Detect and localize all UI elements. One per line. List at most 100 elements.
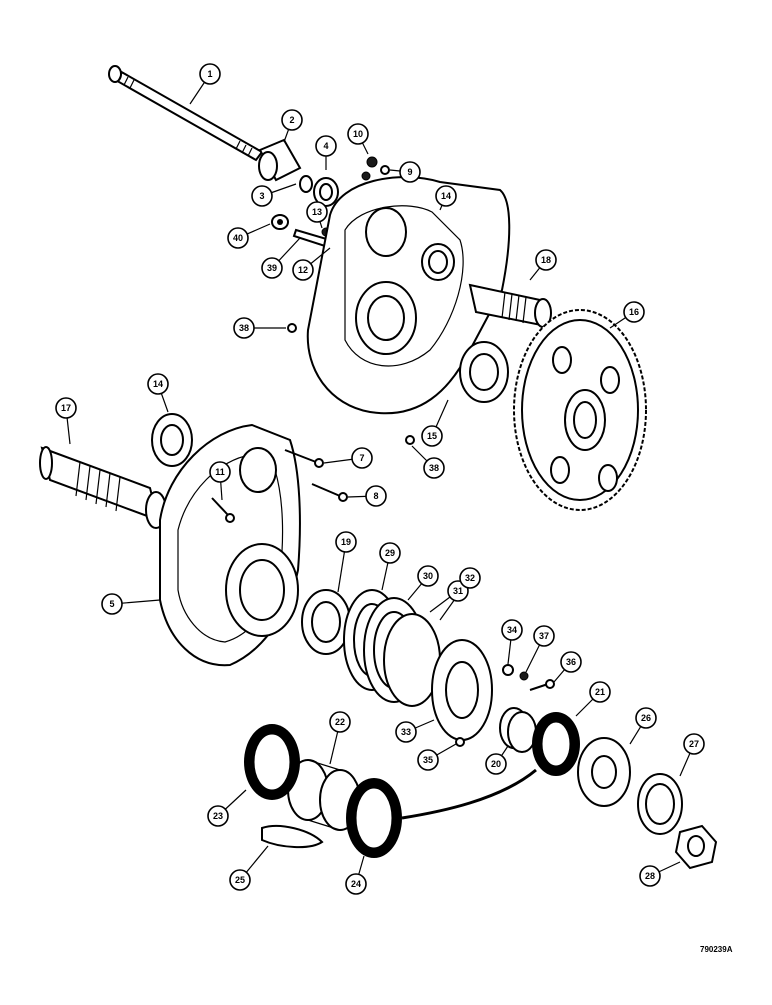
svg-text:29: 29 bbox=[385, 548, 395, 558]
callout-label: 5 bbox=[101, 593, 123, 615]
callout-label: 29 bbox=[379, 542, 401, 564]
callout-label: 40 bbox=[227, 227, 249, 249]
callout-label: 16 bbox=[623, 301, 645, 323]
svg-text:17: 17 bbox=[61, 403, 71, 413]
callout-label: 20 bbox=[485, 753, 507, 775]
callout-label: 39 bbox=[261, 257, 283, 279]
wedge-part bbox=[261, 824, 324, 849]
hardware-parts bbox=[455, 664, 555, 747]
svg-text:36: 36 bbox=[566, 657, 576, 667]
svg-text:8: 8 bbox=[373, 491, 378, 501]
svg-text:26: 26 bbox=[641, 713, 651, 723]
callout-label: 35 bbox=[417, 749, 439, 771]
svg-text:37: 37 bbox=[539, 631, 549, 641]
seal-part bbox=[346, 778, 402, 858]
callout-label: 30 bbox=[417, 565, 439, 587]
svg-text:9: 9 bbox=[407, 167, 412, 177]
callout-label: 11 bbox=[209, 461, 231, 483]
callout-label: 28 bbox=[639, 865, 661, 887]
svg-text:22: 22 bbox=[335, 717, 345, 727]
callout-label: 24 bbox=[345, 873, 367, 895]
lower-housing-part bbox=[159, 423, 301, 667]
seal-part bbox=[244, 724, 300, 800]
callout-label: 33 bbox=[395, 721, 417, 743]
callout-label: 26 bbox=[635, 707, 657, 729]
seal-part bbox=[532, 712, 580, 776]
seal-connector-line bbox=[401, 768, 537, 820]
svg-text:38: 38 bbox=[239, 323, 249, 333]
callout-label: 13 bbox=[306, 201, 328, 223]
svg-text:11: 11 bbox=[215, 467, 225, 477]
washer-part bbox=[637, 773, 683, 835]
svg-text:15: 15 bbox=[427, 431, 437, 441]
bushing-part bbox=[313, 177, 339, 207]
svg-text:21: 21 bbox=[595, 687, 605, 697]
svg-text:32: 32 bbox=[465, 573, 475, 583]
svg-text:34: 34 bbox=[507, 625, 517, 635]
svg-text:12: 12 bbox=[298, 265, 308, 275]
callout-label: 1 bbox=[199, 63, 221, 85]
callout-label: 2 bbox=[281, 109, 303, 131]
callout-label: 27 bbox=[683, 733, 705, 755]
bearing-part bbox=[151, 413, 193, 467]
callout-label: 38 bbox=[233, 317, 255, 339]
svg-text:1: 1 bbox=[207, 69, 212, 79]
svg-text:40: 40 bbox=[233, 233, 243, 243]
callout-label: 18 bbox=[535, 249, 557, 271]
callout-label: 32 bbox=[459, 567, 481, 589]
output-shaft-part bbox=[39, 446, 167, 529]
svg-text:33: 33 bbox=[401, 727, 411, 737]
callout-label: 14 bbox=[435, 185, 457, 207]
svg-text:14: 14 bbox=[153, 379, 163, 389]
callout-label: 4 bbox=[315, 135, 337, 157]
callout-label: 14 bbox=[147, 373, 169, 395]
callout-label: 37 bbox=[533, 625, 555, 647]
retainer-part bbox=[431, 639, 493, 741]
svg-text:23: 23 bbox=[213, 811, 223, 821]
svg-text:4: 4 bbox=[323, 141, 328, 151]
callout-label: 21 bbox=[589, 681, 611, 703]
callout-label: 25 bbox=[229, 869, 251, 891]
svg-text:13: 13 bbox=[312, 207, 322, 217]
svg-text:35: 35 bbox=[423, 755, 433, 765]
svg-text:19: 19 bbox=[341, 537, 351, 547]
svg-text:16: 16 bbox=[629, 307, 639, 317]
callout-label: 7 bbox=[351, 447, 373, 469]
svg-text:20: 20 bbox=[491, 759, 501, 769]
nut-part bbox=[674, 824, 718, 870]
bearing-part bbox=[301, 589, 351, 655]
snap-ring-part bbox=[299, 175, 313, 193]
washer-part bbox=[577, 737, 631, 807]
dowel-part bbox=[405, 435, 415, 445]
callout-label: 15 bbox=[421, 425, 443, 447]
callout-label: 34 bbox=[501, 619, 523, 641]
svg-text:31: 31 bbox=[453, 586, 463, 596]
callout-label: 19 bbox=[335, 531, 357, 553]
svg-text:5: 5 bbox=[109, 599, 114, 609]
callout-label: 9 bbox=[399, 161, 421, 183]
sleeve-part bbox=[499, 707, 537, 753]
svg-text:25: 25 bbox=[235, 875, 245, 885]
svg-text:24: 24 bbox=[351, 879, 361, 889]
bearing-part bbox=[459, 341, 509, 403]
svg-text:10: 10 bbox=[353, 129, 363, 139]
svg-text:28: 28 bbox=[645, 871, 655, 881]
svg-text:2: 2 bbox=[289, 115, 294, 125]
svg-text:3: 3 bbox=[259, 191, 264, 201]
bolt-parts bbox=[211, 449, 348, 523]
callout-label: 3 bbox=[251, 185, 273, 207]
svg-text:14: 14 bbox=[441, 191, 451, 201]
sleeve-part bbox=[258, 138, 302, 182]
large-gear-part bbox=[513, 309, 647, 511]
svg-text:30: 30 bbox=[423, 571, 433, 581]
figure-code: 790239A bbox=[700, 945, 733, 954]
callout-label: 10 bbox=[347, 123, 369, 145]
callout-label: 12 bbox=[292, 259, 314, 281]
dowel-part bbox=[287, 323, 297, 333]
svg-text:18: 18 bbox=[541, 255, 551, 265]
callout-label: 38 bbox=[423, 457, 445, 479]
svg-text:38: 38 bbox=[429, 463, 439, 473]
svg-text:7: 7 bbox=[359, 453, 364, 463]
